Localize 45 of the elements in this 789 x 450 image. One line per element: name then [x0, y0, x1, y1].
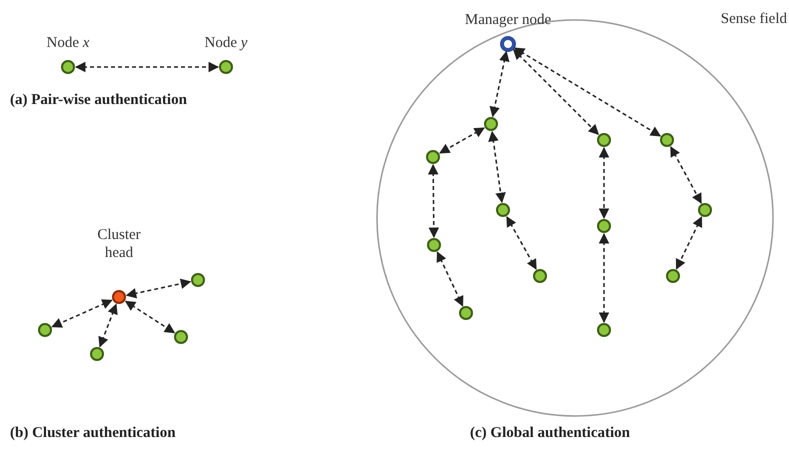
- double-arrow: [439, 127, 485, 154]
- node-circle: [698, 203, 712, 217]
- node-circle: [484, 117, 498, 131]
- panel-caption: (b) Cluster authentication: [10, 425, 176, 442]
- panel-caption: (c) Global authentication: [470, 425, 630, 442]
- node-circle: [597, 133, 611, 147]
- node-circle: [426, 150, 440, 164]
- node-circle: [427, 238, 441, 252]
- double-arrow: [436, 251, 464, 307]
- node-circle: [533, 269, 547, 283]
- double-arrow: [428, 164, 440, 238]
- node-circle: [666, 269, 680, 283]
- double-arrow: [598, 146, 610, 220]
- double-arrow: [74, 62, 220, 72]
- node-circle: [597, 219, 611, 233]
- field-label: Sense field: [720, 10, 787, 28]
- double-arrow: [512, 48, 600, 136]
- node-circle: [459, 306, 473, 320]
- node-circle: [500, 36, 516, 52]
- node-circle: [61, 60, 75, 74]
- double-arrow: [506, 216, 537, 270]
- double-arrow: [676, 216, 702, 270]
- node-circle: [90, 347, 104, 361]
- node-circle: [597, 323, 611, 337]
- node-circle: [660, 133, 674, 147]
- double-arrow: [598, 232, 610, 324]
- double-arrow: [490, 50, 510, 118]
- node-circle: [219, 60, 233, 74]
- double-arrow: [126, 278, 192, 298]
- node-circle: [174, 330, 188, 344]
- node-circle: [112, 290, 126, 304]
- node-label: Node y: [204, 34, 248, 52]
- double-arrow: [51, 299, 113, 328]
- node-circle: [38, 323, 52, 337]
- double-arrow: [98, 304, 118, 348]
- double-arrow: [488, 130, 506, 204]
- double-arrow: [670, 146, 702, 204]
- node-label: Manager node: [464, 11, 552, 29]
- panel-caption: (a) Pair-wise authentication: [10, 92, 187, 109]
- node-circle: [496, 203, 510, 217]
- node-label: Node x: [46, 34, 90, 52]
- double-arrow: [124, 300, 176, 334]
- node-circle: [191, 273, 205, 287]
- double-arrow: [514, 47, 662, 137]
- node-label: Cluster head: [96, 226, 142, 262]
